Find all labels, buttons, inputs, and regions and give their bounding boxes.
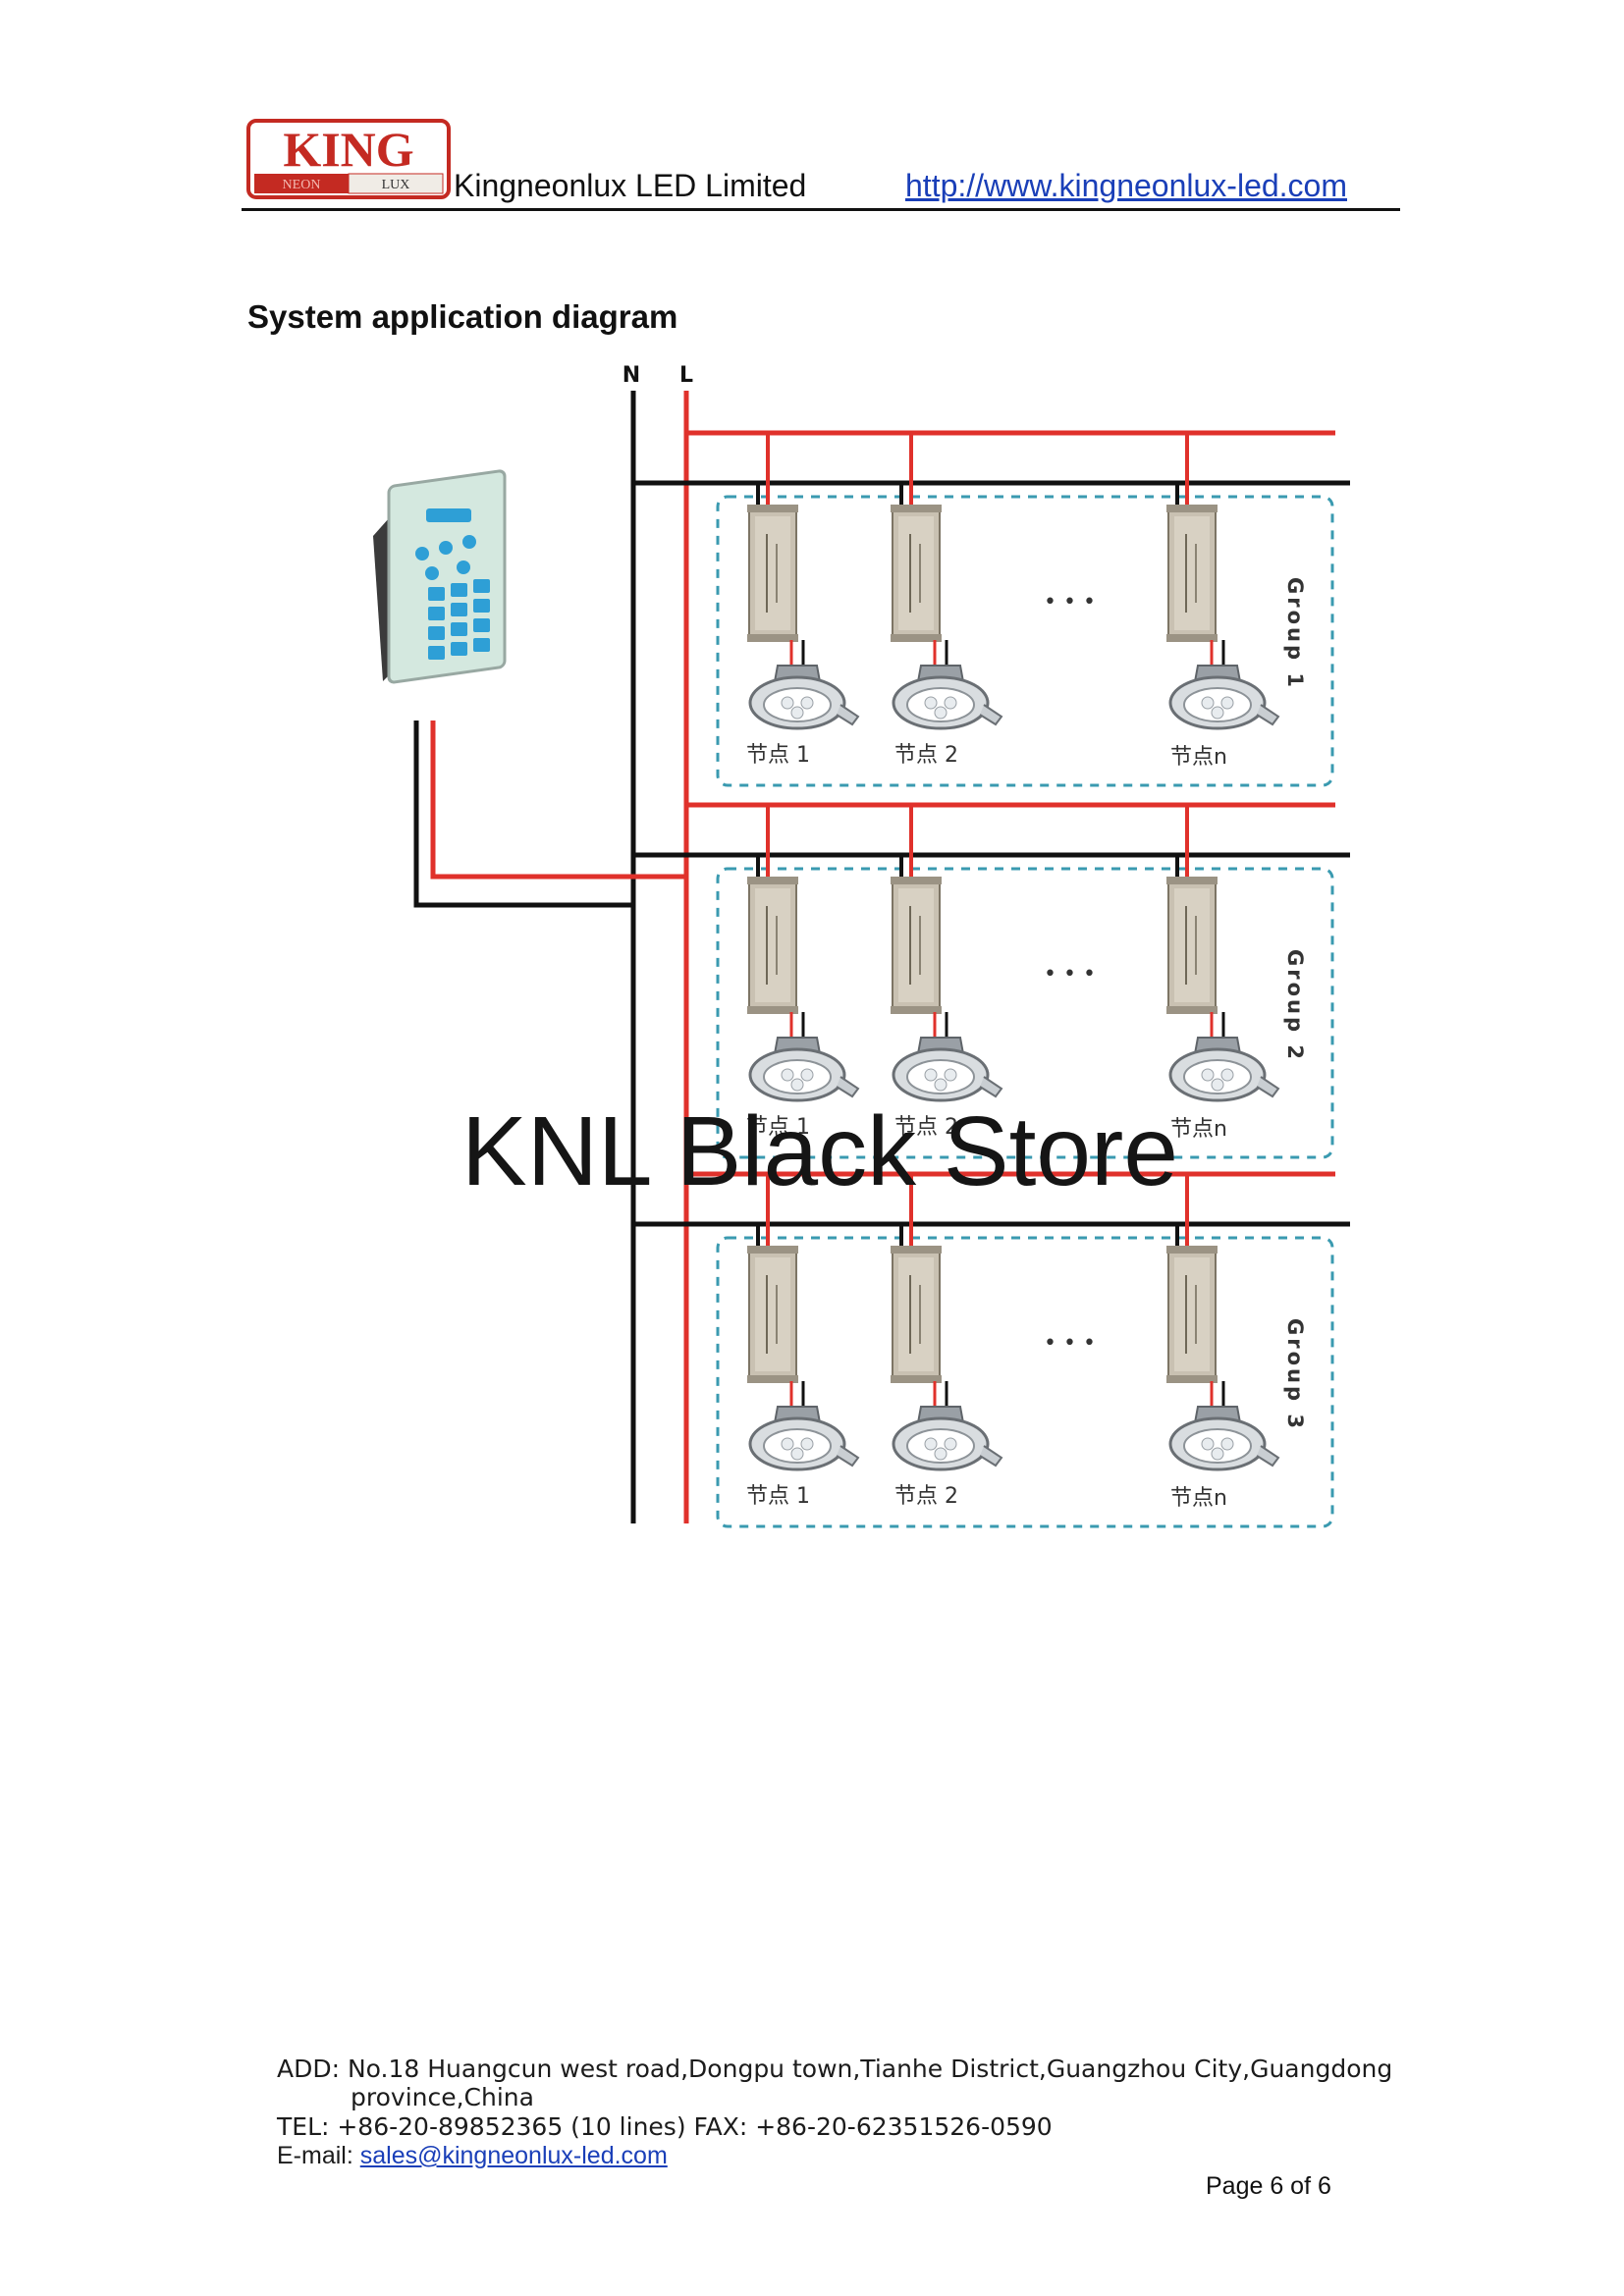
header-rule xyxy=(242,208,1400,211)
website-link[interactable]: http://www.kingneonlux-led.com xyxy=(905,168,1347,203)
email-link[interactable]: sales@kingneonlux-led.com xyxy=(359,2142,668,2169)
keypad-controller xyxy=(373,469,507,684)
node-label-2: 节点 2 xyxy=(894,1115,958,1140)
company-name: Kingneonlux LED Limited xyxy=(454,168,807,203)
email-line: E-mail: sales@kingneonlux-led.com xyxy=(277,2142,668,2170)
neutral-label: N xyxy=(623,363,640,388)
logo-main-text: KING xyxy=(283,122,413,177)
group-label: Group 2 xyxy=(1283,949,1307,1062)
address-line-2: province,China xyxy=(351,2083,534,2111)
ellipsis: • • • xyxy=(1044,962,1096,987)
ellipsis: • • • xyxy=(1044,590,1096,614)
phone-fax-line: TEL: +86-20-89852365 (10 lines) FAX: +86… xyxy=(277,2112,1053,2141)
node-label-n: 节点n xyxy=(1170,1486,1227,1511)
group-label: Group 3 xyxy=(1283,1318,1307,1431)
company-logo: KING NEON LUX xyxy=(246,119,451,199)
node-label-n: 节点n xyxy=(1170,745,1227,770)
group-1: 节点 1 节点 2 节点n • • • Group 1 xyxy=(633,430,1350,787)
address-line-1: ADD: No.18 Huangcun west road,Dongpu tow… xyxy=(277,2055,1393,2083)
store-watermark: KNL Black Store xyxy=(461,1096,1178,1206)
ellipsis: • • • xyxy=(1044,1331,1096,1356)
node-label-1: 节点 1 xyxy=(746,1484,810,1509)
group-2: 节点 1 节点 2 节点n • • • Group 2 xyxy=(633,802,1350,1159)
node-label-1: 节点 1 xyxy=(746,1115,810,1140)
controller-neutral-wire xyxy=(413,721,633,908)
node-label-2: 节点 2 xyxy=(894,743,958,768)
email-label: E-mail: xyxy=(277,2142,360,2169)
node-label-n: 节点n xyxy=(1170,1117,1227,1142)
node-label-2: 节点 2 xyxy=(894,1484,958,1509)
logo-sub-left: NEON xyxy=(283,178,321,192)
group-label: Group 1 xyxy=(1283,577,1307,690)
node-label-1: 节点 1 xyxy=(746,743,810,768)
section-title: System application diagram xyxy=(247,298,678,335)
controller-live-wire xyxy=(430,721,686,880)
logo-sub-right: LUX xyxy=(382,178,410,192)
group-3: 节点 1 节点 2 节点n • • • Group 3 xyxy=(633,1171,1350,1528)
live-label: L xyxy=(679,363,693,388)
page-number: Page 6 of 6 xyxy=(1206,2172,1331,2200)
